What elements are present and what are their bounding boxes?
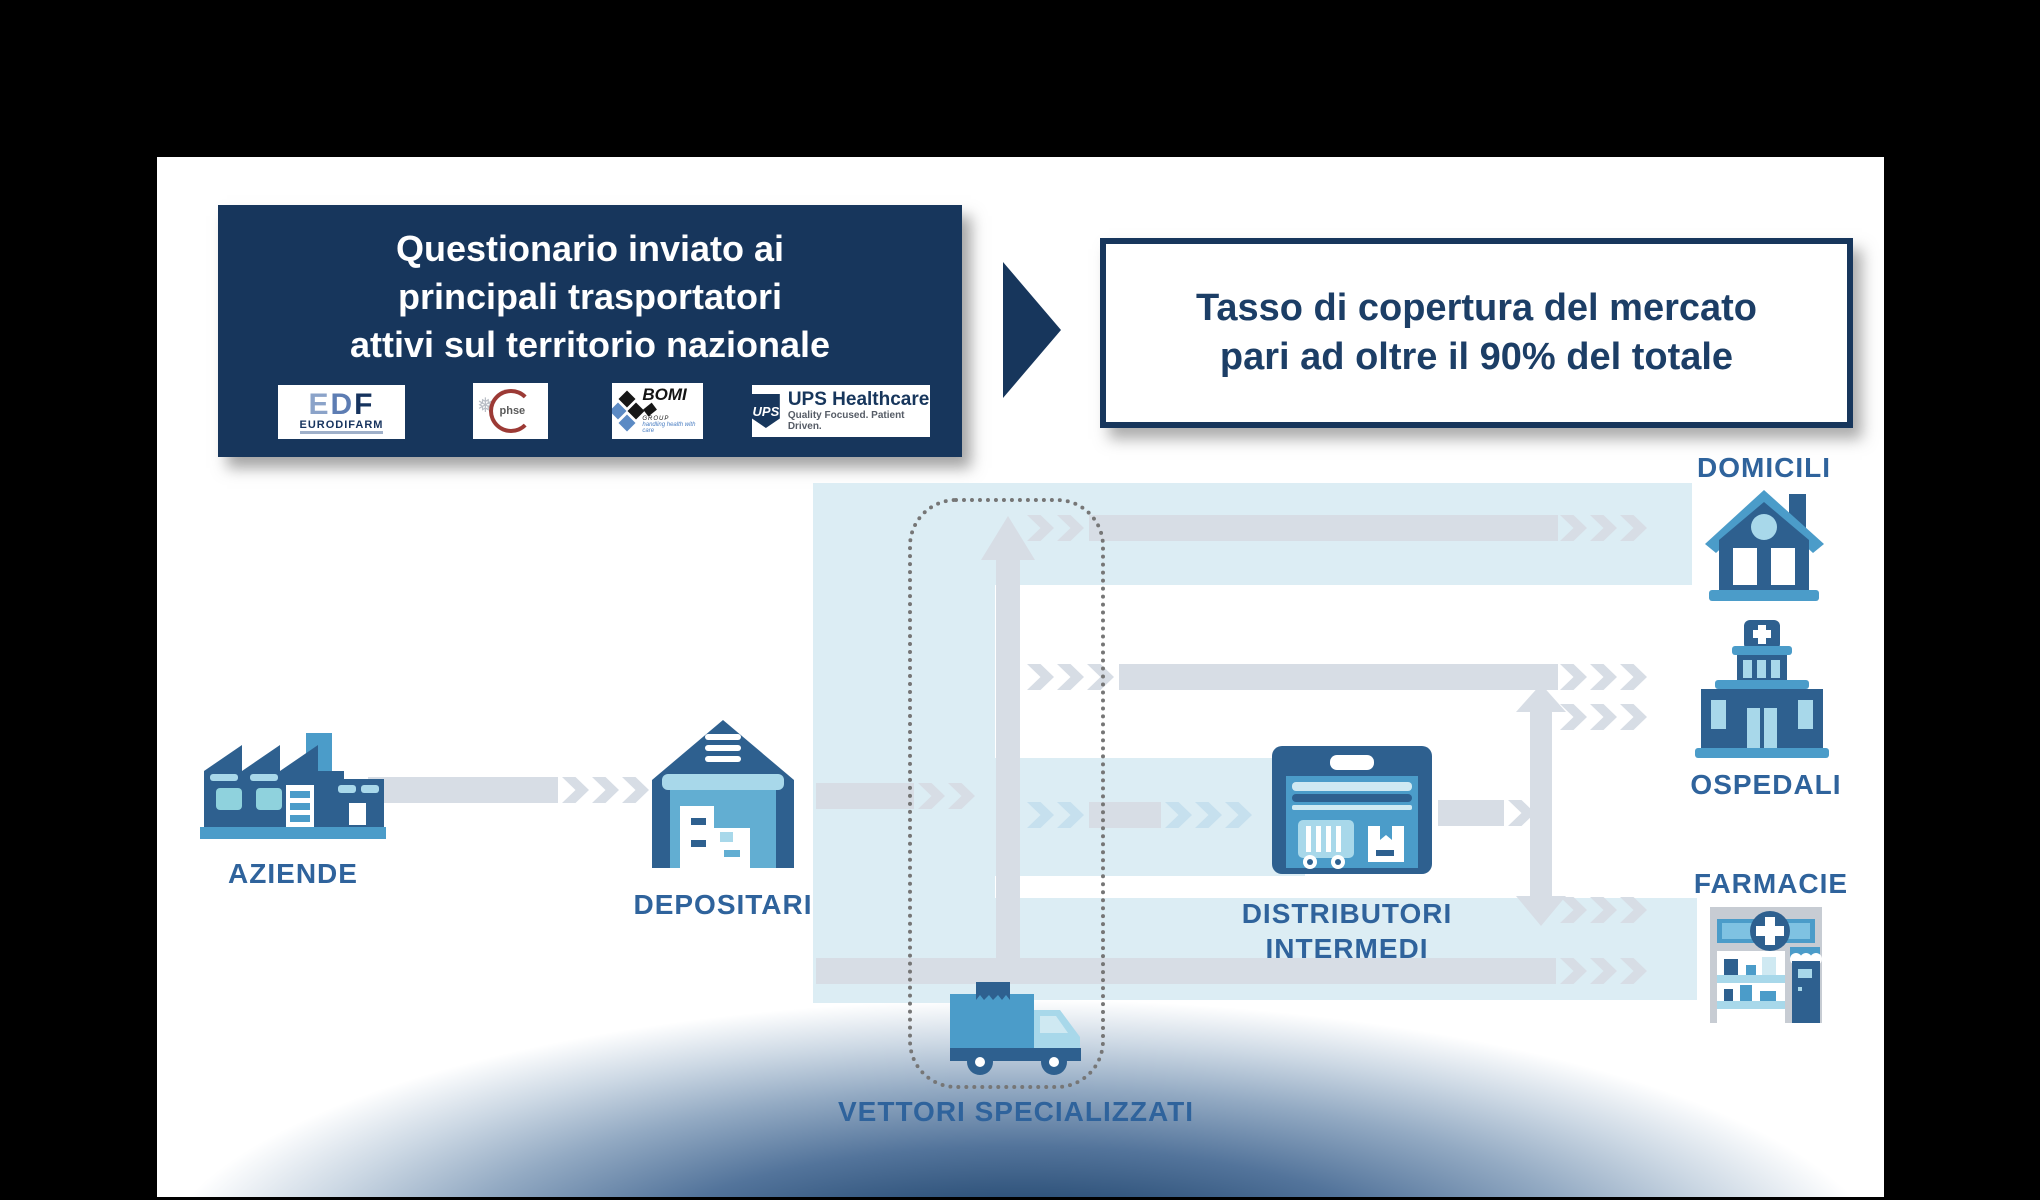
chevron-icon [622,777,649,803]
chevrons-distributori-ospedali [1560,704,1647,730]
chevron-icon [1590,958,1617,984]
chevron-icon [1560,704,1587,730]
vettori-dotted-frame [908,498,1105,1089]
chevron-icon [1620,704,1647,730]
factory-icon [200,733,386,839]
hospital-icon [1695,620,1829,758]
eurodifarm-logo: EDF EURODIFARM [278,385,405,439]
arrow-depositari-vettori [816,783,914,809]
arrow-row-ospedali [1119,664,1558,690]
phse-wordmark: phse [499,405,526,417]
coverage-line2: pari ad oltre il 90% del totale [1219,336,1734,378]
aziende-label: AZIENDE [228,858,358,889]
chevron-icon [1620,515,1647,541]
diamond-icon: ◆ [642,399,656,418]
chevron-icon [1560,958,1587,984]
chevron-icon [1590,515,1617,541]
coverage-line1: Tasso di copertura del mercato [1195,287,1758,329]
chevron-icon [1590,704,1617,730]
distributori-riser-band [1530,710,1552,898]
chevrons-depositari-vettori [918,783,975,809]
phse-ring-icon: phse [488,389,533,433]
coverage-box: Tasso di copertura del mercato pari ad o… [1100,238,1853,428]
questionnaire-title-line1: Questionario inviato ai [395,228,785,269]
chevron-icon [1560,897,1587,923]
chevron-icon [1560,664,1587,690]
pharmacy-icon [1710,907,1822,1023]
warehouse-icon [652,720,794,868]
truck-icon [950,982,1081,1075]
chevrons-vettori-distributori-2 [1165,802,1252,828]
vettori-label: VETTORI SPECIALIZZATI [838,1096,1194,1127]
distributori-label: DISTRIBUTORI INTERMEDI [1241,898,1453,964]
chevrons-row-farmacie-end [1560,958,1647,984]
eurodifarm-label: EURODIFARM [299,419,384,434]
ospedali-label: OSPEDALI [1690,769,1842,800]
chevron-icon [1590,664,1617,690]
bomi-logo: BOMI ◆ GROUP handling health with care [612,383,703,439]
arrow-vettori-up [996,556,1020,966]
distribution-center-icon [1272,746,1432,874]
arrow-aziende-depositari [368,777,558,803]
ups-text: UPS Healthcare Quality Focused. Patient … [787,389,930,433]
ups-shield-icon: UPS [752,394,780,428]
chevrons-row-domicili-end [1560,515,1647,541]
chevron-icon [1195,802,1222,828]
chevrons-aziende-depositari [562,777,649,803]
questionnaire-box: Questionario inviato ai principali trasp… [218,205,962,457]
chevron-icon [1165,802,1192,828]
chevron-icon [1620,897,1647,923]
edf-wordmark: EDF [308,387,375,421]
farmacie-label: FARMACIE [1693,868,1849,899]
arrow-row-farmacie [816,958,1556,984]
questionnaire-title-line3: attivi sul territorio nazionale [349,324,831,365]
chevrons-row-ospedali [1027,664,1114,690]
bomi-wordmark: BOMI ◆ GROUP handling health with care [642,385,696,434]
questionnaire-title-line2: principali trasportatori [397,276,783,317]
ups-healthcare-logo: UPS UPS Healthcare Quality Focused. Pati… [752,385,930,437]
arrow-distributori-out [1438,800,1504,826]
chevron-icon [1560,515,1587,541]
chevrons-vettori-distributori [1027,802,1084,828]
chevron-icon [1590,897,1617,923]
chevrons-row-ospedali-end [1560,664,1647,690]
phse-logo: ❅ phse [473,383,548,439]
chevron-icon [592,777,619,803]
chevron-icon [1225,802,1252,828]
domicili-label: DOMICILI [1697,452,1831,483]
chevrons-distributori-farmacie [1560,897,1647,923]
chevron-icon [1620,958,1647,984]
arrow-row-domicili [1089,515,1558,541]
house-icon [1705,490,1824,601]
chevron-icon [1620,664,1647,690]
bomi-cubes-icon [612,390,645,432]
chevron-icon [562,777,589,803]
distributori-flow-band [813,758,1305,876]
questionnaire-title: Questionario inviato ai principali trasp… [218,225,962,369]
depositari-label: DEPOSITARI [633,889,813,920]
